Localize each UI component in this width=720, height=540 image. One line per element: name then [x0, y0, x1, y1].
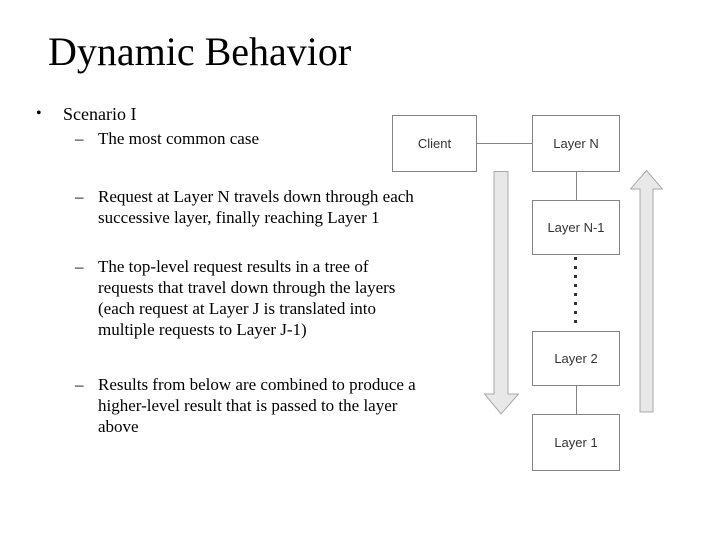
bullet-item-lines: The top-level request results in a tree …: [98, 256, 395, 340]
down-arrow-shape: [484, 171, 519, 415]
bullet-dash-marker: –: [75, 375, 84, 394]
client-box: Client: [392, 115, 477, 172]
bullet-line: requests that travel down through the la…: [98, 278, 396, 297]
bullet-item-request-travels: – Request at Layer N travels down throug…: [75, 186, 414, 228]
bullet-line: multiple requests to Layer J-1): [98, 320, 307, 339]
bullet-item-lines: The most common case: [98, 128, 259, 149]
bullet-line: Results from below are combined to produ…: [98, 375, 416, 394]
bullet-line: The top-level request results in a tree …: [98, 257, 369, 276]
up-arrow-icon: [630, 170, 663, 413]
down-arrow-icon: [484, 171, 519, 415]
connector-layer-n-layer-n-1: [576, 172, 577, 200]
slide-title: Dynamic Behavior: [48, 29, 352, 74]
bullet-line: successive layer, finally reaching Layer…: [98, 208, 380, 227]
bullet-line: higher-level result that is passed to th…: [98, 396, 398, 415]
bullet-level1-scenario: • Scenario I: [36, 103, 136, 125]
layer-1-box: Layer 1: [532, 414, 620, 471]
bullet-item-results-combined: – Results from below are combined to pro…: [75, 374, 416, 437]
layer-n-1-box-label: Layer N-1: [547, 220, 605, 235]
bullet-item-lines: Request at Layer N travels down through …: [98, 186, 414, 228]
bullet-line: above: [98, 417, 139, 436]
connector-layer-2-layer-1: [576, 386, 577, 414]
connector-client-layer-n: [477, 143, 532, 144]
layer-1-box-label: Layer 1: [554, 435, 598, 450]
up-arrow-shape: [630, 170, 663, 413]
bullet-line: The most common case: [98, 129, 259, 148]
bullet-dot-marker: •: [36, 105, 42, 122]
layer-2-box-label: Layer 2: [554, 351, 598, 366]
layer-2-box: Layer 2: [532, 331, 620, 386]
client-box-label: Client: [417, 136, 452, 151]
bullet-line: Request at Layer N travels down through …: [98, 187, 414, 206]
bullet-dash-marker: –: [75, 257, 84, 276]
bullet-dash-marker: –: [75, 187, 84, 206]
bullet-level1-text: Scenario I: [63, 104, 137, 124]
bullet-item-common-case: – The most common case: [75, 128, 259, 149]
layer-n-box: Layer N: [532, 115, 620, 172]
bullet-dash-marker: –: [75, 129, 84, 148]
bullet-item-lines: Results from below are combined to produ…: [98, 374, 416, 437]
layer-n-1-box: Layer N-1: [532, 200, 620, 255]
bullet-item-tree-of-requests: – The top-level request results in a tre…: [75, 256, 395, 340]
bullet-line: (each request at Layer J is translated i…: [98, 299, 377, 318]
vertical-ellipsis: [574, 257, 577, 329]
layer-n-box-label: Layer N: [553, 136, 599, 151]
